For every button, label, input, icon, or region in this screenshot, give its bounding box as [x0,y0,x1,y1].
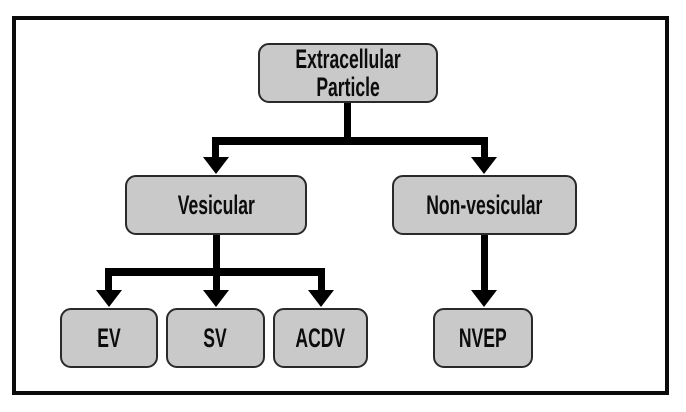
connector-non-vesicular-stem [481,233,488,291]
node-ev: EV [60,308,158,368]
node-label-vesicular: Vesicular [177,189,255,220]
node-non-vesicular: Non-vesicular [392,175,577,235]
node-extracellular-particle: Extracellular Particle [258,43,438,103]
label-line-2: Particle [316,72,380,102]
node-nvep: NVEP [433,308,533,368]
node-label-extracellular-particle: Extracellular Particle [295,43,401,102]
connector-root-stem [344,100,351,145]
connector-drop-vesicular [212,137,219,158]
node-vesicular: Vesicular [125,175,307,235]
diagram-frame [12,16,669,395]
arrow-down-icon [203,290,229,307]
arrow-down-icon [471,290,497,307]
arrow-down-icon [308,290,334,307]
node-label-nvep: NVEP [459,322,507,353]
connector-drop-ev [105,268,112,291]
connector-drop-non-vesicular [481,137,488,158]
arrow-down-icon [471,157,497,174]
arrow-down-icon [203,157,229,174]
connector-drop-sv [213,268,220,291]
connector-drop-acdv [318,268,325,291]
node-label-non-vesicular: Non-vesicular [426,189,543,220]
node-label-acdv: ACDV [295,322,346,353]
arrow-down-icon [96,290,122,307]
connector-vesicular-stem [213,233,220,276]
node-label-sv: SV [203,322,228,353]
node-acdv: ACDV [273,308,368,368]
label-line-1: Extracellular [295,43,401,74]
node-label-ev: EV [97,322,121,353]
connector-root-hbar [212,137,488,145]
node-sv: SV [166,308,265,368]
